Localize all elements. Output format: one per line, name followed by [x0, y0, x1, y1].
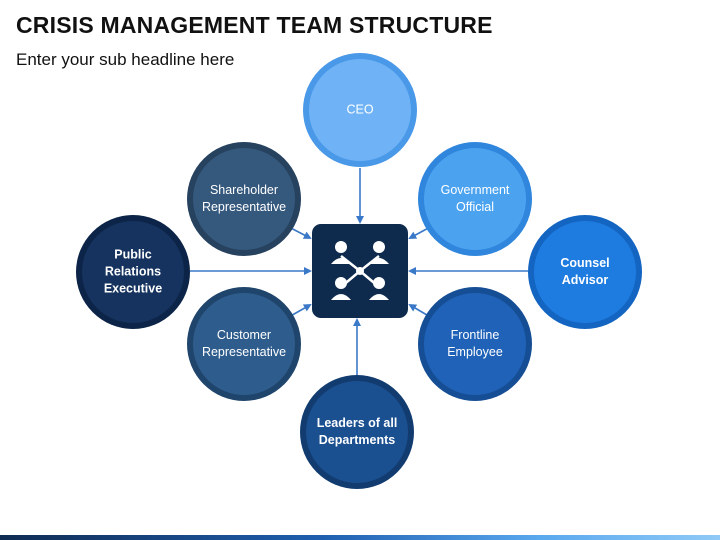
node-label-line: Representative: [202, 200, 286, 214]
node-label-line: Leaders of all: [317, 416, 398, 430]
node-circle: [534, 221, 636, 323]
node-label-line: Representative: [202, 345, 286, 359]
node-label-line: Counsel: [560, 256, 609, 270]
node-label-line: CEO: [346, 102, 373, 116]
node-circle: [309, 59, 411, 161]
node-circle: [424, 148, 526, 250]
page-subtitle: Enter your sub headline here: [16, 50, 235, 69]
node-label-line: Employee: [447, 345, 503, 359]
node-label-line: Public: [114, 247, 152, 261]
node-label-line: Customer: [217, 328, 271, 342]
node-circle: [193, 148, 295, 250]
center-hub: [312, 224, 408, 318]
bottom-accent-bar: [0, 535, 720, 540]
node-label-line: Advisor: [562, 273, 609, 287]
node-ceo: CEO: [303, 53, 417, 167]
team-network-icon: [331, 241, 389, 300]
node-label-line: Departments: [319, 433, 395, 447]
node-label-line: Frontline: [451, 328, 500, 342]
node-circle: [82, 221, 184, 323]
node-label-line: Relations: [105, 264, 161, 278]
node-label-line: Executive: [104, 281, 162, 295]
node-circle: [306, 381, 408, 483]
node-circle: [193, 293, 295, 395]
role-nodes: CEO GovernmentOfficialCounselAdvisorFront…: [76, 53, 642, 489]
node-label-line: Shareholder: [210, 183, 278, 197]
page-title: CRISIS MANAGEMENT TEAM STRUCTURE: [16, 12, 493, 38]
node-circle: [424, 293, 526, 395]
node-label-line: Government: [441, 183, 510, 197]
node-label-line: Official: [456, 200, 494, 214]
